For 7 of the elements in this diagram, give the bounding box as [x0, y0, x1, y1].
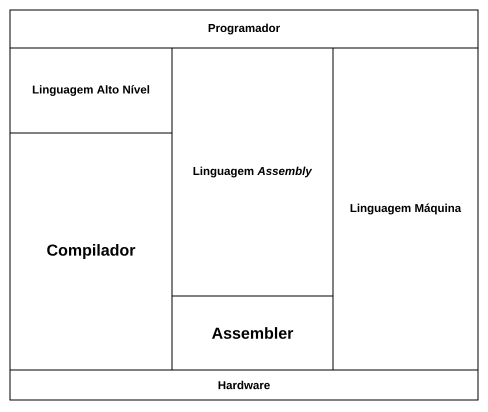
- text-box: Programador: [10, 10, 478, 48]
- text-box: Linguagem Assembly: [172, 48, 334, 296]
- text-box: Assembler: [172, 296, 334, 370]
- text-box: Hardware: [10, 370, 478, 400]
- text-box: Compilador: [10, 132, 172, 370]
- text-box: Linguagem Máquina: [332, 48, 478, 370]
- text-box: Linguagem Alto Nível: [10, 48, 172, 134]
